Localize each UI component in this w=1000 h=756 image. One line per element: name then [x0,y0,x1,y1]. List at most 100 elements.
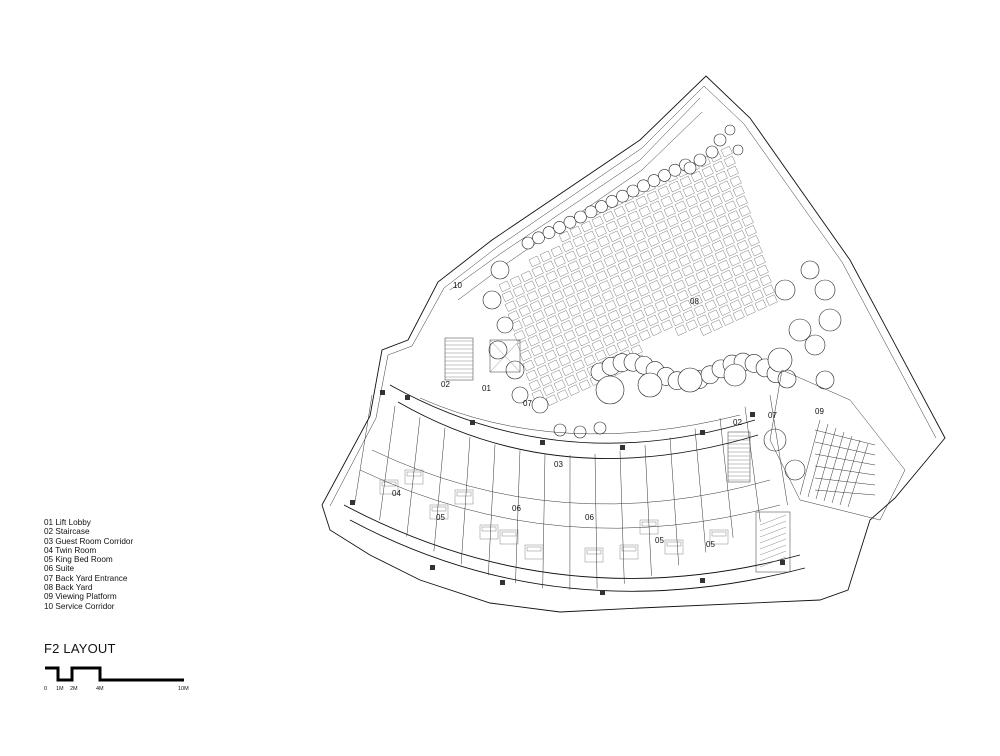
partition-wall [769,394,788,506]
tree-icon [573,425,587,439]
paving-tile [660,319,673,332]
paving-tile [553,379,566,391]
paving-tile [686,240,699,252]
paving-tile [634,275,647,287]
paving-tile [754,299,767,311]
paving-tile [632,309,645,322]
tree-icon [647,174,661,187]
paving-tile [569,349,582,362]
paving-tile [635,195,648,208]
tree-icon [626,184,640,198]
paving-tile [701,289,714,302]
paving-tile [624,200,637,213]
paving-tile [745,269,758,282]
paving-tile [590,295,603,307]
paving-tile [507,310,520,322]
paving-tile [693,180,706,193]
paving-tile [635,319,648,332]
guest-room-block [343,384,806,592]
paving-tile [744,225,757,237]
paving-tile [697,235,710,247]
hatch-line [759,532,787,544]
room-label-01: 01 [482,384,491,393]
paving-tile [581,265,594,277]
paving-tile [540,295,553,307]
paving-tile [567,260,580,272]
paving-tile [690,294,703,307]
paving-tile [639,250,652,262]
tree-icon [658,169,671,182]
paving-tile [617,260,630,272]
legend-item: 03 Guest Room Corridor [44,536,134,546]
paving-tile [698,279,711,292]
paving-tile [562,285,575,297]
column-icon [430,565,435,570]
paving-tile [615,295,628,307]
paving-tile [733,230,746,242]
tree-icon [521,236,535,250]
paving-tile [604,300,617,312]
tree-icon [505,360,525,380]
paving-tile [593,305,606,317]
paving-tile [696,190,709,203]
paving-tile [666,215,679,227]
paving-tile [501,290,514,302]
paving-tile [546,315,559,327]
tree-icon [705,145,719,159]
paving-tile [575,369,588,381]
platform-line [814,465,876,476]
paving-tile [683,230,696,242]
tree-icon [532,231,545,245]
paving-tile [543,305,556,317]
room-label-02: 02 [733,418,742,427]
partition-wall [542,453,546,589]
column-icon [500,580,505,585]
platform-line [814,489,876,496]
paving-tile [545,270,558,282]
tree-icon [488,340,508,360]
paving-tile [708,230,721,242]
tree-icon [563,215,577,229]
paving-tile [564,250,577,263]
column-icon [700,430,705,435]
column-icon [700,578,705,583]
paving-tile [671,314,684,327]
tree-icon [683,161,697,175]
paving-tile [732,309,745,321]
paving-tile [640,294,653,307]
paving-tile [585,319,598,332]
paving-tile [694,225,707,237]
paving-tile [735,195,748,207]
paving-tile [721,190,734,202]
partition-wall [619,450,625,584]
partition-wall [594,453,598,589]
paving-tile [643,304,656,317]
paving-tile [629,299,642,312]
paving-tile [725,245,738,257]
legend-item: 06 Suite [44,564,75,574]
paving-tile [542,384,555,396]
paving-tile [570,270,583,282]
paving-tile [737,284,750,297]
platform-line [814,429,876,446]
tree-icon [788,318,812,342]
paving-tile [644,225,657,237]
paving-tile [718,180,731,193]
paving-tile [582,310,595,322]
viewing-platform [755,369,906,573]
room-label-05: 05 [655,536,664,545]
paving-tile [657,309,670,322]
paving-tile [504,300,517,312]
paving-tile [648,280,661,292]
bed-icon [479,524,499,540]
paving-tile [709,274,722,287]
paving-tile [714,250,727,262]
paving-tile [685,319,698,331]
tree-icon [784,459,806,481]
paving-tile [594,225,607,238]
paving-tile [690,170,703,183]
paving-tile [578,379,591,391]
paving-tile [544,349,557,362]
tree-icon [732,144,744,156]
partition-wall [488,444,496,576]
